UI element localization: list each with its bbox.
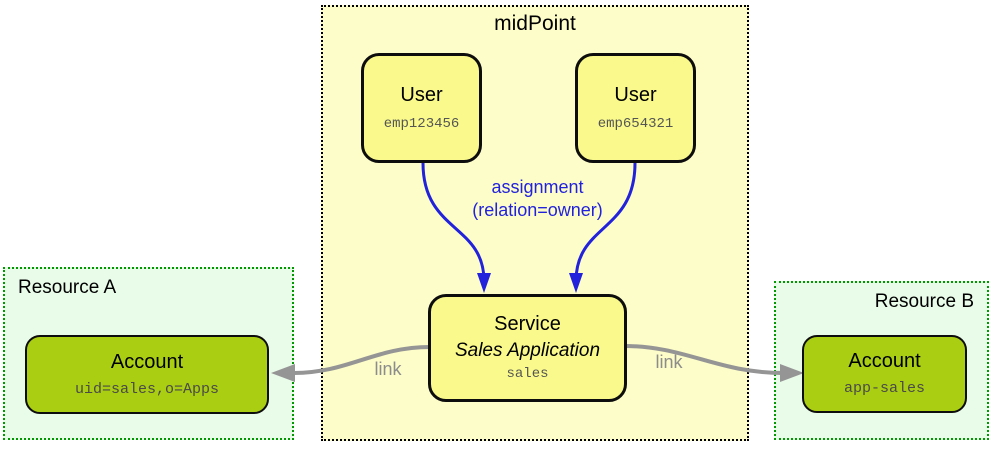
resource-b-title: Resource B xyxy=(874,291,974,312)
user-node-emp654321: User emp654321 xyxy=(575,53,696,163)
account-node-resource-a: Account uid=sales,o=Apps xyxy=(25,335,269,414)
link-edge-label-left: link xyxy=(374,359,402,379)
assignment-edge-label: assignment (relation=owner) xyxy=(435,176,640,222)
user-node-type: User xyxy=(614,83,657,106)
assignment-edge-label-line1: assignment xyxy=(491,177,584,197)
service-node-id: sales xyxy=(506,366,549,383)
midpoint-container-title: midPoint xyxy=(494,12,576,35)
account-node-id: app-sales xyxy=(843,380,925,398)
user-node-emp123456: User emp123456 xyxy=(361,53,482,163)
account-node-type: Account xyxy=(110,350,184,373)
user-node-id: emp123456 xyxy=(383,115,460,132)
service-node-display-name: Sales Application xyxy=(454,340,601,362)
user-node-id: emp654321 xyxy=(597,115,674,132)
account-node-resource-b: Account app-sales xyxy=(802,335,967,413)
link-edge-label-right: link xyxy=(655,352,683,372)
account-node-type: Account xyxy=(848,350,921,373)
assignment-edge-label-line2: (relation=owner) xyxy=(472,200,603,220)
resource-a-title: Resource A xyxy=(18,277,117,298)
account-node-id: uid=sales,o=Apps xyxy=(74,380,220,398)
service-node-sales: Service Sales Application sales xyxy=(428,294,627,402)
service-node-type: Service xyxy=(494,313,561,336)
user-node-type: User xyxy=(400,83,443,106)
